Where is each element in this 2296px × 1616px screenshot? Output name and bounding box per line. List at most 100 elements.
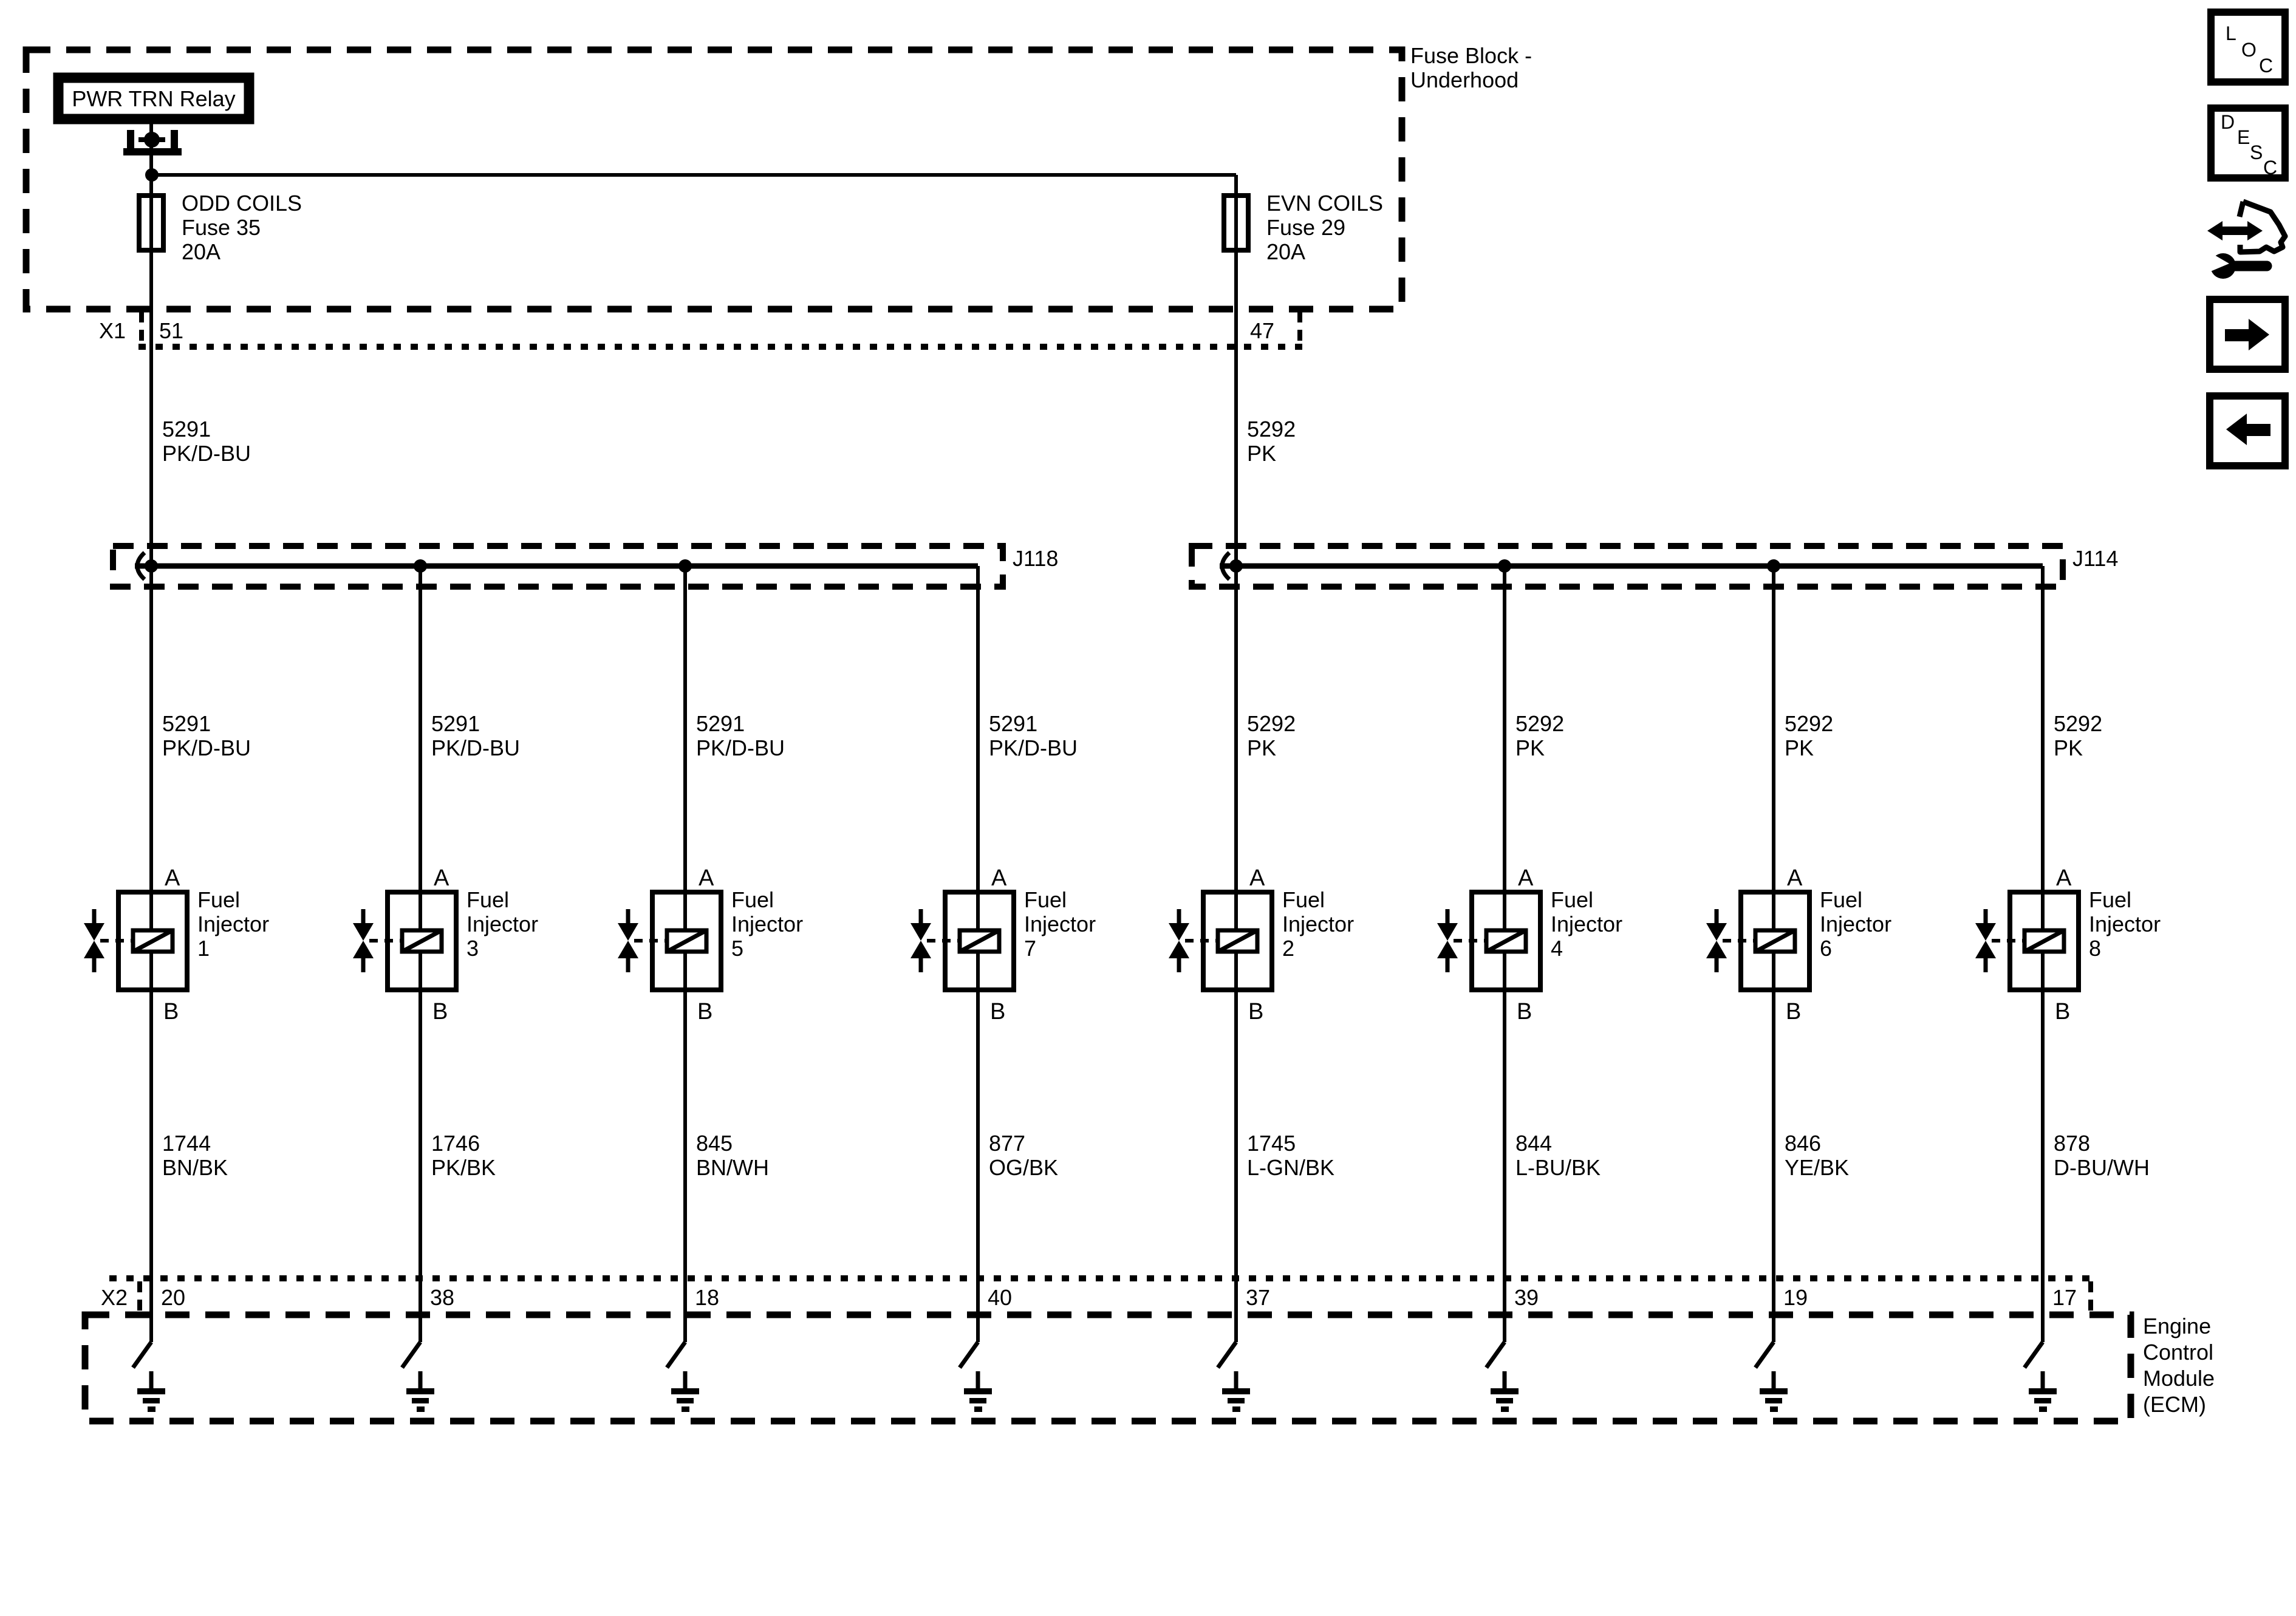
wire-color: PK/D-BU — [696, 735, 785, 760]
desc-button-box[interactable] — [2207, 104, 2289, 182]
ecm-pin: 38 — [430, 1285, 454, 1310]
back-button[interactable] — [2206, 392, 2289, 469]
component-number: 4 — [1551, 936, 1563, 961]
feed-wire-labels: 5291 PK/D-BU 5292 PK — [162, 417, 1296, 466]
component-line2: Injector — [1282, 912, 1354, 936]
injector-coil-diagonal — [2023, 928, 2065, 954]
out-circuit: 1746 — [431, 1131, 480, 1156]
fuse-block-boundary — [22, 46, 1406, 313]
out-color: BN/BK — [162, 1155, 228, 1180]
ecm-driver-switch — [665, 1340, 687, 1369]
wire-color: PK — [2054, 735, 2083, 760]
wire-circuit: 5291 — [696, 711, 745, 736]
splice-label: J114 — [2072, 546, 2118, 571]
forward-arrow-icon — [2225, 319, 2269, 350]
terminal-a: A — [2056, 865, 2072, 891]
desc-letter-4: C — [2263, 157, 2277, 179]
ecm-pin: 37 — [1246, 1285, 1270, 1310]
component-line1: Fuel — [1820, 887, 1862, 912]
ground-icon — [2029, 1371, 2057, 1412]
feed-color: PK/D-BU — [162, 441, 251, 466]
ground-icon — [1760, 1371, 1788, 1412]
fuse-name: EVN COILS — [1266, 191, 1383, 216]
loc-letter-1: L — [2226, 22, 2236, 44]
out-circuit: 1745 — [1247, 1131, 1296, 1156]
injector-coil-diagonal — [401, 928, 443, 954]
feed-circuit: 5292 — [1247, 417, 1296, 442]
ecm-driver-switch — [131, 1340, 153, 1369]
component-line2: Injector — [1551, 912, 1622, 936]
wire-color: PK/D-BU — [431, 735, 520, 760]
ground-icon — [964, 1371, 992, 1412]
component-line1: Fuel — [2089, 887, 2131, 912]
desc-letter-1: D — [2221, 111, 2235, 133]
wire-color: PK/D-BU — [162, 735, 251, 760]
splice-clip-icon — [1220, 551, 1231, 581]
injector-branch-4: 5292 PK A Fuel Injector 4 B 844 L-BU/BK … — [1437, 566, 1622, 1412]
ecm-driver-switch — [1754, 1340, 1775, 1369]
loc-button[interactable]: L O C — [2207, 9, 2289, 86]
injector-valve-icon — [618, 909, 638, 972]
terminal-b: B — [697, 999, 712, 1024]
wire-circuit: 5292 — [1515, 711, 1564, 736]
desc-letter-3: S — [2250, 141, 2263, 163]
wire-color: PK — [1247, 735, 1276, 760]
injector-coil-diagonal — [1217, 928, 1259, 954]
ground-icon — [671, 1371, 699, 1412]
loc-letter-2: O — [2241, 39, 2257, 61]
terminal-b: B — [432, 999, 448, 1024]
out-circuit: 877 — [989, 1131, 1025, 1156]
wire-circuit: 5291 — [431, 711, 480, 736]
injector-valve-icon — [911, 909, 931, 972]
injector-coil-diagonal — [666, 928, 708, 954]
ecm-pin: 20 — [161, 1285, 185, 1310]
x2-label: X2 — [101, 1285, 128, 1310]
ground-icon — [1222, 1371, 1250, 1412]
wire-circuit: 5291 — [162, 711, 211, 736]
injector-coil-diagonal — [1485, 928, 1527, 954]
fuse-number: Fuse 29 — [1266, 215, 1345, 240]
ecm-label-line2: Control — [2143, 1340, 2213, 1365]
terminal-a: A — [1249, 865, 1265, 891]
ecm-driver-switch — [400, 1340, 422, 1369]
out-color: BN/WH — [696, 1155, 769, 1180]
desc-button[interactable]: D E S C — [2207, 104, 2289, 182]
component-line1: Fuel — [1024, 887, 1067, 912]
x1-pin-51: 51 — [159, 318, 183, 343]
ecm-driver-switch — [958, 1340, 980, 1369]
component-line2: Injector — [197, 912, 269, 936]
out-color: OG/BK — [989, 1155, 1058, 1180]
out-color: D-BU/WH — [2054, 1155, 2150, 1180]
injector-valve-icon — [1169, 909, 1189, 972]
injector-branch-5: 5291 PK/D-BU A Fuel Injector 5 B 845 BN/… — [618, 566, 803, 1412]
fuse-block-underhood: Fuse Block - Underhood PWR TRN Relay ODD… — [22, 43, 1532, 313]
component-line2: Injector — [1820, 912, 1891, 936]
forward-button[interactable] — [2206, 296, 2289, 373]
terminal-a: A — [991, 865, 1007, 891]
splice-boundary — [1189, 543, 2066, 590]
nav-column: L O C D E S C — [2206, 9, 2289, 469]
injector-branch-1: 5291 PK/D-BU A Fuel Injector 1 B 1744 BN… — [84, 119, 269, 1412]
terminal-a: A — [1518, 865, 1534, 891]
injector-valve-icon — [84, 909, 104, 972]
vehicle-wrench-icon[interactable] — [2206, 199, 2288, 279]
injector-coil-diagonal — [1754, 928, 1796, 954]
fuse-number: Fuse 35 — [182, 215, 261, 240]
ecm-driver-switch — [1216, 1340, 1238, 1369]
out-color: PK/BK — [431, 1155, 496, 1180]
wrench-icon — [2206, 250, 2272, 279]
wire-color: PK/D-BU — [989, 735, 1078, 760]
forward-button-box[interactable] — [2206, 296, 2289, 373]
component-line1: Fuel — [731, 887, 774, 912]
terminal-b: B — [163, 999, 179, 1024]
wire-circuit: 5291 — [989, 711, 1037, 736]
x1-label: X1 — [99, 318, 126, 343]
ground-icon — [137, 1371, 165, 1412]
terminal-b: B — [1786, 999, 1801, 1024]
feed-circuit: 5291 — [162, 417, 211, 442]
connector-x2: X2 — [101, 1275, 2094, 1312]
loc-button-box[interactable] — [2207, 9, 2289, 86]
ecm-pin: 17 — [2052, 1285, 2077, 1310]
component-number: 1 — [197, 936, 210, 961]
